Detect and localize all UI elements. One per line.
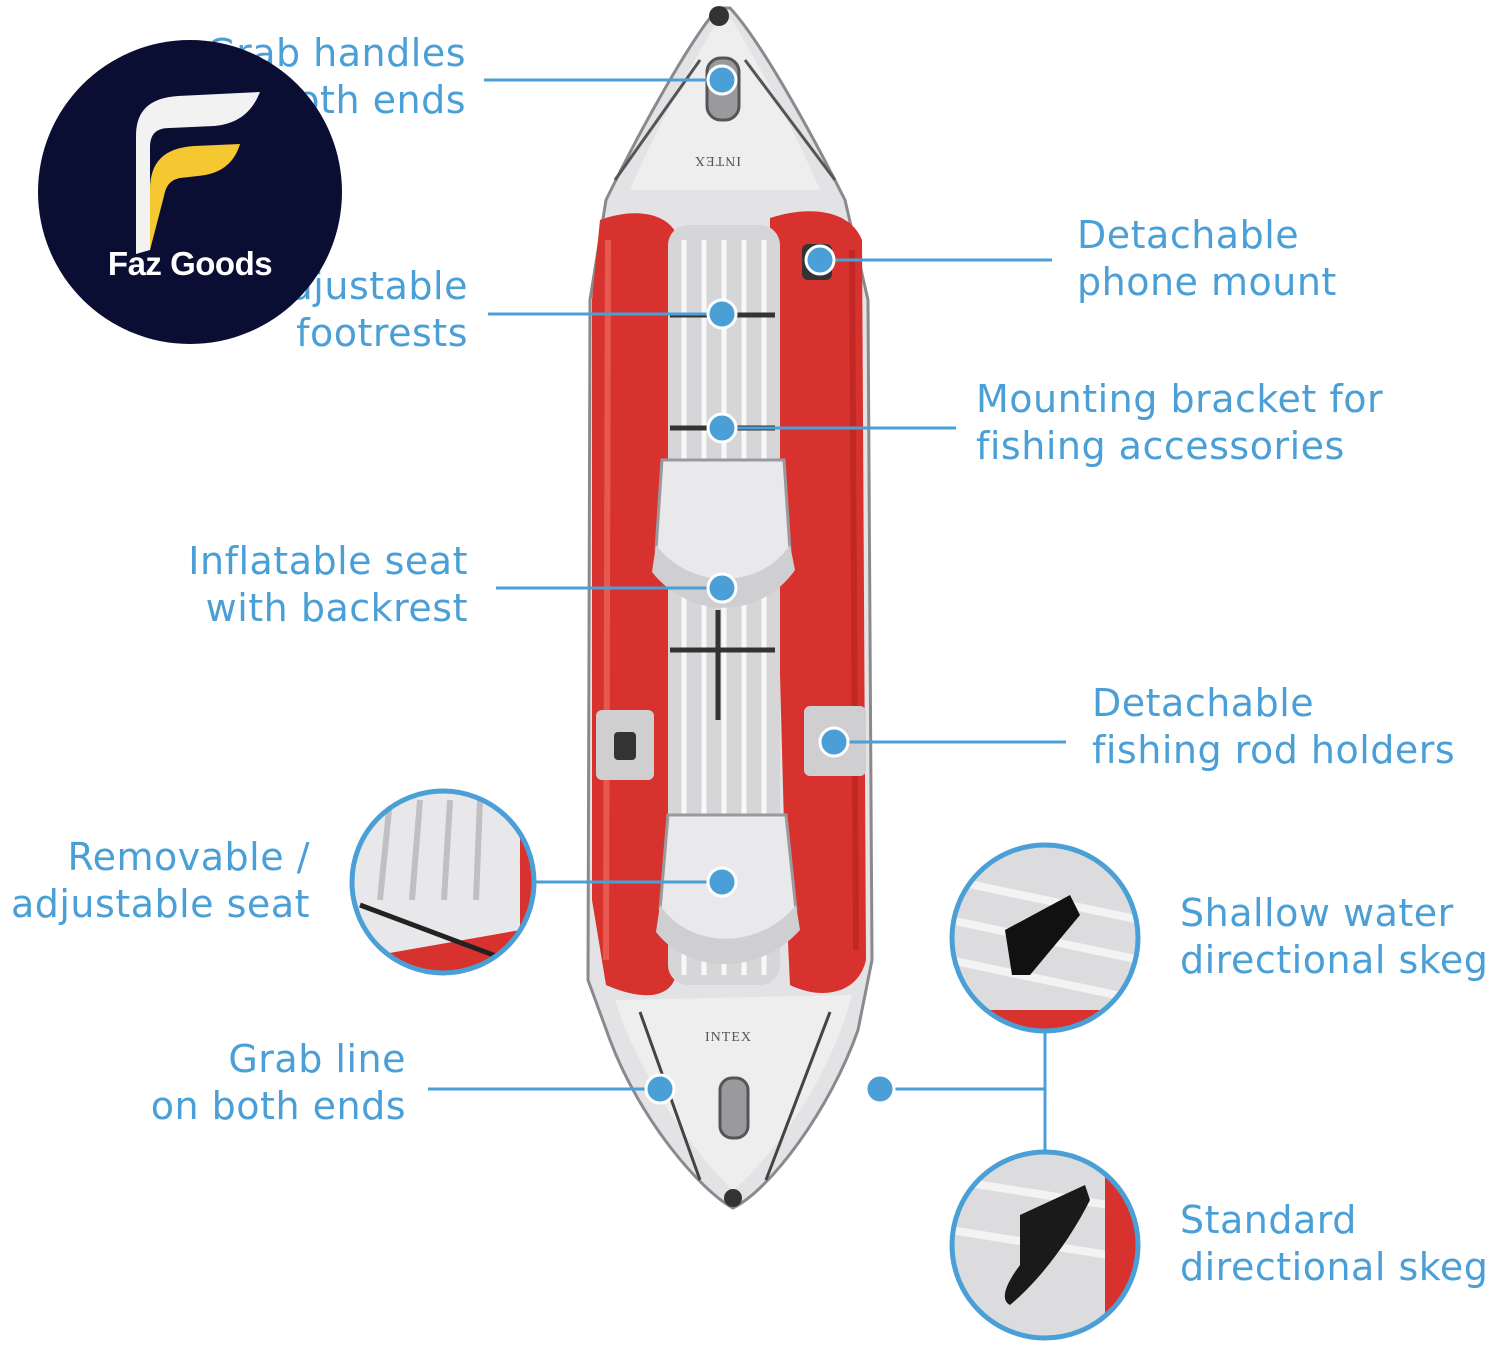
mounting-bracket-label: Mounting bracket for fishing accessories <box>976 377 1384 468</box>
kayak-brand-bottom: INTEX <box>705 1030 752 1045</box>
mounting-bracket-dot <box>706 412 738 444</box>
logo-mark-icon <box>136 92 260 254</box>
shallow-skeg-label: Shallow water directional skeg <box>1180 891 1489 982</box>
inflatable-seat-dot <box>706 572 738 604</box>
removable-seat-label: Removable / adjustable seat <box>10 835 310 926</box>
skeg-dot <box>864 1073 896 1105</box>
shallow-skeg-inset <box>949 842 1141 1034</box>
rod-holders-dot <box>818 726 850 758</box>
logo-brand-text: Faz Goods <box>107 245 273 282</box>
phone-mount-label: Detachable phone mount <box>1077 213 1337 304</box>
standard-skeg-inset <box>949 1149 1141 1341</box>
grab-line-label: Grab line on both ends <box>150 1037 406 1128</box>
footrests-dot <box>706 298 738 330</box>
grab-handles-dot <box>706 64 738 96</box>
inflatable-seat-label: Inflatable seat with backrest <box>188 539 468 630</box>
standard-skeg-label: Standard directional skeg <box>1180 1198 1489 1289</box>
removable-seat-inset <box>349 788 537 976</box>
phone-mount-dot <box>804 244 836 276</box>
grab-line-dot <box>644 1073 676 1105</box>
kayak-hull <box>586 6 874 1210</box>
kayak-brand-top: INTEX <box>694 153 741 168</box>
rod-holders-label: Detachable fishing rod holders <box>1092 681 1456 772</box>
faz-goods-logo: Faz Goods <box>38 40 342 344</box>
removable-seat-dot <box>706 866 738 898</box>
